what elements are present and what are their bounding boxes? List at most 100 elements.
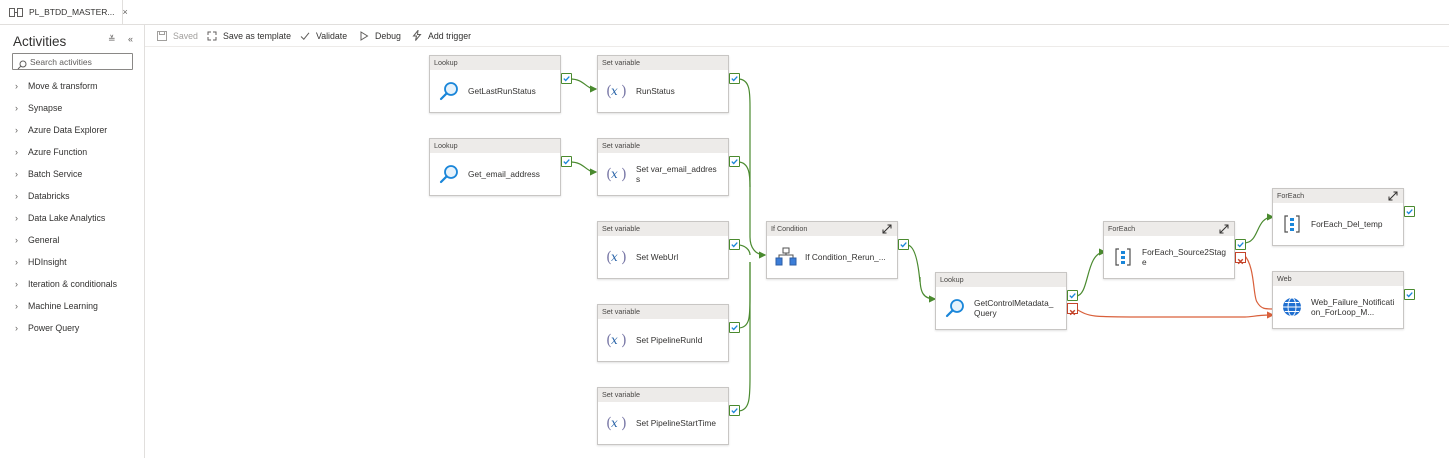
success-output-port[interactable] — [1235, 239, 1246, 250]
svg-text:(: ( — [606, 82, 612, 100]
svg-text:): ) — [621, 165, 627, 183]
success-output-port[interactable] — [898, 239, 909, 250]
success-output-port[interactable] — [729, 156, 740, 167]
variable-icon: (x) — [606, 246, 628, 268]
activity-type-header: ForEach — [1273, 189, 1403, 203]
add-trigger-button[interactable]: Add trigger — [412, 25, 471, 46]
activity-set-variable[interactable]: Set variable(x)Set PipelineRunId — [597, 304, 729, 362]
collapse-pane-icon[interactable]: ≚ « — [108, 34, 139, 44]
failure-output-port[interactable] — [1235, 252, 1246, 265]
category-power-query[interactable]: ›Power Query — [15, 323, 79, 333]
category-azure-data-explorer[interactable]: ›Azure Data Explorer — [15, 125, 107, 135]
activity-type-label: If Condition — [771, 224, 808, 233]
expand-icon[interactable] — [882, 224, 892, 234]
debug-button[interactable]: Debug — [359, 25, 401, 46]
activity-set-variable[interactable]: Set variable(x)RunStatus — [597, 55, 729, 113]
variable-icon: (x) — [606, 163, 628, 185]
svg-text:x: x — [611, 416, 618, 430]
success-output-port[interactable] — [561, 156, 572, 167]
success-output-port[interactable] — [729, 405, 740, 416]
activity-name: GetControlMetadata_Query — [974, 298, 1054, 318]
activity-name: ForEach_Source2Stage — [1142, 247, 1226, 267]
save-as-template-button[interactable]: Save as template — [207, 25, 291, 46]
search-activities-input[interactable] — [30, 56, 126, 67]
failure-output-port[interactable] — [1067, 303, 1078, 316]
svg-text:x: x — [611, 333, 618, 347]
chevron-right-icon: › — [15, 257, 18, 267]
chevron-right-icon: › — [15, 213, 18, 223]
category-general[interactable]: ›General — [15, 235, 59, 245]
activities-pane: Activities ≚ « ›Move & transform›Synapse… — [0, 25, 145, 458]
save-as-template-label: Save as template — [223, 30, 291, 41]
category-label: Batch Service — [28, 169, 83, 179]
variable-icon: (x) — [606, 412, 628, 434]
checkmark-icon — [300, 31, 310, 40]
web-globe-icon — [1281, 296, 1303, 318]
success-output-port[interactable] — [729, 73, 740, 84]
validate-button[interactable]: Validate — [300, 25, 347, 46]
category-label: Azure Function — [28, 147, 88, 157]
expand-icon[interactable] — [1219, 224, 1229, 234]
activity-type-header: Lookup — [430, 139, 560, 153]
success-output-port[interactable] — [1404, 206, 1415, 217]
template-icon — [207, 31, 217, 40]
search-icon — [17, 57, 27, 69]
pipeline-tab[interactable]: PL_BTDD_MASTER... × — [0, 0, 128, 24]
chevron-right-icon: › — [15, 301, 18, 311]
category-hdinsight[interactable]: ›HDInsight — [15, 257, 67, 267]
category-machine-learning[interactable]: ›Machine Learning — [15, 301, 98, 311]
svg-text:x: x — [611, 167, 618, 181]
activity-set-variable[interactable]: Set variable(x)Set PipelineStartTime — [597, 387, 729, 445]
category-databricks[interactable]: ›Databricks — [15, 191, 70, 201]
activity-type-header: Lookup — [936, 273, 1066, 287]
category-label: Power Query — [28, 323, 80, 333]
activity-type-label: Set variable — [602, 224, 640, 233]
activity-set-variable[interactable]: Set variable(x)Set var_email_address — [597, 138, 729, 196]
activity-type-header: ForEach — [1104, 222, 1234, 236]
foreach-icon — [1281, 213, 1303, 235]
success-output-port[interactable] — [729, 239, 740, 250]
activity-set-variable[interactable]: Set variable(x)Set WebUrl — [597, 221, 729, 279]
search-box[interactable] — [12, 53, 133, 70]
expand-icon[interactable] — [1388, 191, 1398, 201]
play-icon — [360, 30, 369, 41]
success-output-port[interactable] — [1067, 290, 1078, 301]
category-synapse[interactable]: ›Synapse — [15, 103, 62, 113]
activities-title: Activities — [13, 34, 67, 49]
category-iteration-conditionals[interactable]: ›Iteration & conditionals — [15, 279, 117, 289]
activity-type-header: Set variable — [598, 139, 728, 153]
category-label: Iteration & conditionals — [28, 279, 117, 289]
activity-name: Set PipelineStartTime — [636, 418, 716, 428]
category-move-transform[interactable]: ›Move & transform — [15, 81, 97, 91]
activity-type-header: Set variable — [598, 305, 728, 319]
category-azure-function[interactable]: ›Azure Function — [15, 147, 87, 157]
activity-type-header: Web — [1273, 272, 1403, 286]
activity-name: Web_Failure_Notification_ForLoop_M... — [1311, 297, 1395, 317]
activity-type-label: Lookup — [434, 58, 458, 67]
variable-icon: (x) — [606, 80, 628, 102]
category-data-lake-analytics[interactable]: ›Data Lake Analytics — [15, 213, 105, 223]
success-output-port[interactable] — [561, 73, 572, 84]
svg-text:x: x — [611, 250, 618, 264]
close-tab-icon[interactable]: × — [122, 7, 128, 17]
svg-text:): ) — [621, 414, 627, 432]
svg-text:): ) — [621, 331, 627, 349]
success-output-port[interactable] — [729, 322, 740, 333]
category-label: Azure Data Explorer — [28, 125, 108, 135]
chevron-right-icon: › — [15, 191, 18, 201]
success-output-port[interactable] — [1404, 289, 1415, 300]
activity-type-header: If Condition — [767, 222, 897, 236]
activity-type-header: Set variable — [598, 56, 728, 70]
activity-name: Get_email_address — [468, 169, 540, 179]
category-label: Move & transform — [28, 81, 98, 91]
category-batch-service[interactable]: ›Batch Service — [15, 169, 82, 179]
activity-type-label: ForEach — [1108, 224, 1136, 233]
